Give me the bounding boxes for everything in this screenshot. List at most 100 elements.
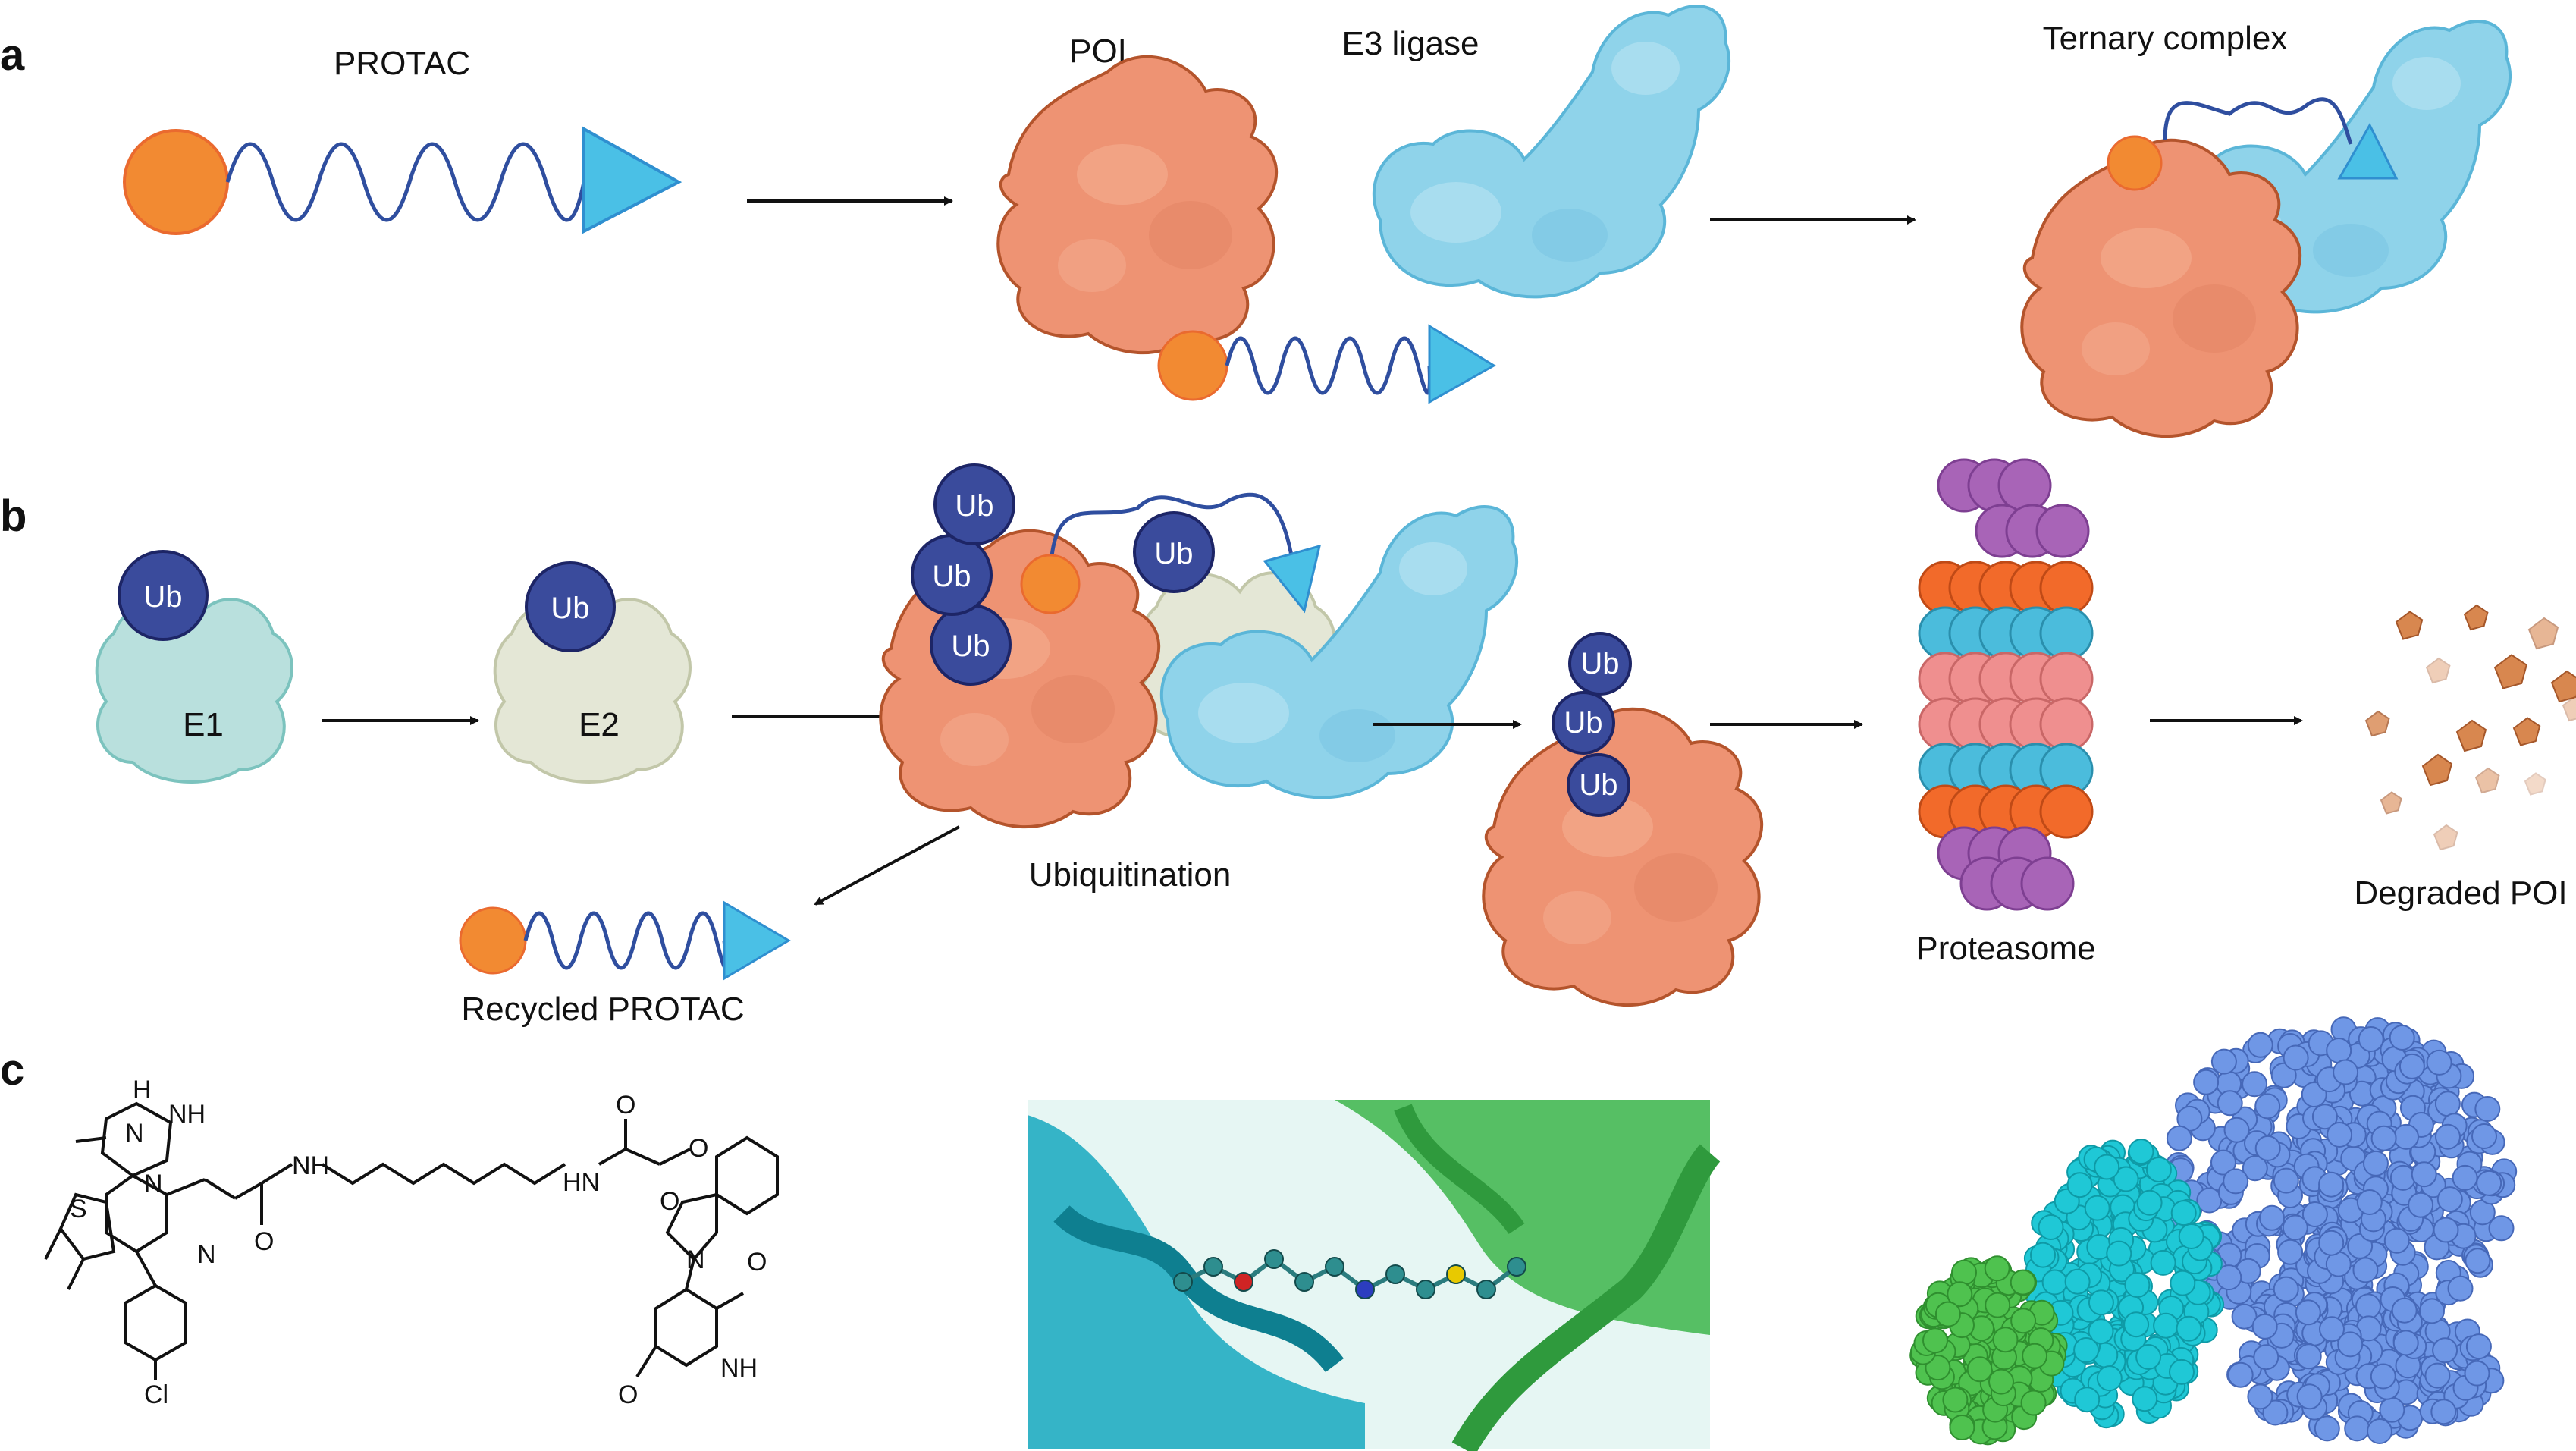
atom-n: N — [197, 1240, 216, 1269]
proteasome-subunit — [2039, 606, 2094, 661]
surface-atom — [2465, 1248, 2491, 1274]
surface-atom — [2392, 1330, 2419, 1356]
ternary-complex-label: Ternary complex — [2043, 20, 2288, 57]
surface-atom — [2296, 1383, 2323, 1410]
surface-atom — [1942, 1387, 1969, 1413]
surface-atom — [2367, 1418, 2392, 1444]
surface-atom — [2038, 1214, 2064, 1240]
surface-atom — [2073, 1337, 2100, 1363]
proteasome-subunit — [2039, 784, 2094, 839]
surface-atom — [2277, 1239, 2304, 1265]
surface-atom — [2084, 1195, 2110, 1221]
atom-hn: HN — [563, 1168, 600, 1197]
surface-atom — [2176, 1315, 2202, 1342]
surface-atom — [2411, 1161, 2437, 1188]
linker-wave — [1225, 336, 1432, 395]
ub-ball — [933, 463, 1015, 545]
e1-enzyme: E1 Ub — [95, 550, 293, 784]
proteasome-subunit — [2039, 697, 2094, 752]
atom-cl: Cl — [144, 1380, 168, 1409]
surface-atom — [2030, 1242, 2056, 1268]
protein-fragment — [2455, 719, 2487, 752]
protein-fragment — [2463, 604, 2489, 631]
protein-fragment — [2527, 617, 2559, 650]
surface-atom — [2242, 1155, 2268, 1182]
protein-fragment — [2395, 611, 2424, 640]
surface-atom — [2408, 1192, 2434, 1218]
ub-label: Ub — [1154, 537, 1193, 570]
surface-atom — [2430, 1399, 2457, 1425]
surface-atom — [2399, 1053, 2425, 1079]
surface-atom — [2327, 1122, 2353, 1148]
ubiquitination-label: Ubiquitination — [1029, 856, 1232, 894]
ligand-atom — [1173, 1272, 1193, 1292]
surface-atom — [2169, 1358, 2195, 1385]
ligand-atom — [1476, 1280, 1496, 1299]
surface-atom — [2170, 1200, 2197, 1226]
surface-atom — [2282, 1214, 2308, 1241]
protein-fragment — [2524, 772, 2546, 796]
surface-atom — [1947, 1281, 1973, 1308]
free-protac — [1157, 324, 1496, 404]
surface-atom — [2088, 1318, 2114, 1345]
protein-fragment — [2421, 753, 2453, 787]
surface-atom — [1951, 1259, 1977, 1286]
proteasome-subunit — [2039, 561, 2094, 615]
surface-atom — [2434, 1091, 2461, 1117]
surface-atom — [2196, 1187, 2223, 1214]
ub-ball — [1552, 691, 1615, 755]
ribbon-ligand — [1173, 1249, 1526, 1299]
protein-fragment — [2562, 695, 2576, 722]
surface-atom — [2210, 1048, 2237, 1075]
surface-atom — [1922, 1327, 1948, 1354]
surface-atom — [2319, 1316, 2345, 1343]
atom-h: H — [133, 1076, 152, 1104]
proteasome-subunit — [2020, 856, 2075, 911]
surface-atom — [2217, 1090, 2243, 1117]
warhead-ball — [123, 129, 229, 235]
surface-atom — [2337, 1331, 2364, 1358]
surface-atom — [2474, 1096, 2501, 1122]
surface-atom — [2352, 1257, 2379, 1283]
surface-atom — [2393, 1123, 2419, 1150]
glutarimide-ring — [654, 1287, 718, 1368]
atom-o: O — [689, 1134, 708, 1163]
surface-atom — [2145, 1157, 2172, 1182]
poi-protein — [996, 55, 1279, 355]
surface-atom — [2301, 1201, 2328, 1227]
surface-atom — [1992, 1327, 2019, 1353]
chemical-structure — [44, 1101, 779, 1380]
ligand-triangle — [723, 900, 791, 981]
ligand-atom — [1416, 1280, 1435, 1299]
surface-atom — [2318, 1171, 2345, 1198]
protac-label: PROTAC — [334, 45, 470, 82]
ligand-atom — [1385, 1264, 1405, 1284]
surface-atom — [1984, 1255, 2010, 1282]
poi-protein — [2020, 138, 2302, 438]
surface-atom — [2022, 1343, 2048, 1369]
surface-atom — [2010, 1269, 2036, 1296]
surface-atom — [2135, 1344, 2162, 1370]
surface-atom — [2356, 1189, 2383, 1215]
surface-atom — [2166, 1125, 2192, 1151]
ub-ball — [118, 550, 209, 641]
surface-atom — [2132, 1386, 2158, 1412]
surface-atom — [2436, 1186, 2463, 1213]
ub-label: Ub — [1564, 706, 1602, 740]
e1-label: E1 — [183, 706, 224, 743]
ubiquitination-complex: Ub Ub Ub Ub — [879, 463, 1519, 829]
panel-label-c: c — [0, 1045, 24, 1095]
surface-atom — [2178, 1223, 2204, 1249]
atom-o: O — [618, 1380, 638, 1409]
surface-atom — [2227, 1361, 2254, 1388]
ub-label: Ub — [143, 580, 182, 614]
surface-atom — [2020, 1390, 2047, 1416]
e3-ligase-label: E3 ligase — [1341, 25, 1479, 62]
panel-label-b: b — [0, 492, 27, 541]
ub-label: Ub — [951, 630, 990, 663]
surface-atom — [2433, 1217, 2459, 1243]
recycled-protac-label: Recycled PROTAC — [461, 991, 744, 1028]
surface-atom — [2128, 1139, 2154, 1165]
ligand-atom — [1325, 1257, 1344, 1277]
